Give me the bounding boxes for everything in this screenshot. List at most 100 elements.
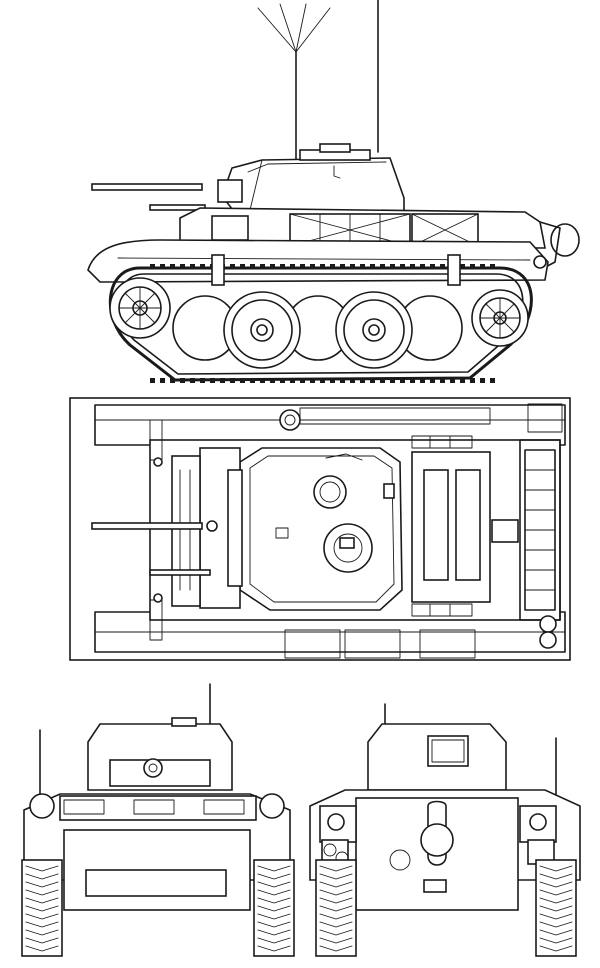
track-tooth <box>250 378 255 383</box>
track-tooth <box>150 378 155 383</box>
antenna-fan <box>257 0 379 161</box>
track-tooth <box>400 378 405 383</box>
track-link <box>25 889 59 896</box>
track-tooth <box>380 264 385 269</box>
front-track-links <box>25 865 291 952</box>
track-link <box>539 873 573 880</box>
hull <box>87 239 549 283</box>
track-links <box>150 264 495 383</box>
track-tooth <box>260 378 265 383</box>
front-view <box>21 683 295 957</box>
track-link <box>257 873 291 880</box>
track-link <box>257 921 291 928</box>
track-link <box>319 945 353 952</box>
track-tooth <box>330 378 335 383</box>
track-tooth <box>290 378 295 383</box>
track-link <box>539 905 573 912</box>
track-link <box>539 897 573 904</box>
track-link <box>257 889 291 896</box>
track-link <box>319 897 353 904</box>
track-link <box>319 881 353 888</box>
track-link <box>539 937 573 944</box>
track-link <box>25 873 59 880</box>
track-link <box>539 913 573 920</box>
track-tooth <box>230 264 235 269</box>
track-tooth <box>240 378 245 383</box>
track-link <box>319 889 353 896</box>
track-tooth <box>270 264 275 269</box>
track-link <box>25 937 59 944</box>
track-link <box>25 945 59 952</box>
track-tooth <box>190 264 195 269</box>
track-link <box>539 945 573 952</box>
side-view <box>87 0 580 383</box>
track-tooth <box>220 378 225 383</box>
track-tooth <box>490 264 495 269</box>
track-link <box>257 937 291 944</box>
track-link <box>257 929 291 936</box>
track-tooth <box>370 378 375 383</box>
track-link <box>257 905 291 912</box>
track-tooth <box>300 264 305 269</box>
idler-wheel <box>471 289 529 347</box>
track-tooth <box>400 264 405 269</box>
track-tooth <box>300 378 305 383</box>
track-tooth <box>430 264 435 269</box>
rear-fittings <box>527 403 563 649</box>
track-tooth <box>390 264 395 269</box>
track-tooth <box>490 378 495 383</box>
track-tooth <box>180 378 185 383</box>
track-tooth <box>410 264 415 269</box>
gun-mantlet-top <box>91 447 243 609</box>
track-tooth <box>320 264 325 269</box>
track-link <box>257 897 291 904</box>
top-view <box>69 397 571 661</box>
track-link <box>319 937 353 944</box>
track-tooth <box>480 378 485 383</box>
road-wheels <box>172 291 463 369</box>
track-tooth <box>440 264 445 269</box>
engine-deck <box>411 435 519 617</box>
track-link <box>25 881 59 888</box>
track-link <box>257 881 291 888</box>
track-tooth <box>200 378 205 383</box>
track-tooth <box>280 378 285 383</box>
engine-grille <box>524 449 556 611</box>
turret-top <box>239 447 403 611</box>
rear-view <box>309 703 581 957</box>
track-tooth <box>250 264 255 269</box>
track-tooth <box>290 264 295 269</box>
turret <box>217 143 405 215</box>
track-tooth <box>230 378 235 383</box>
track-link <box>319 929 353 936</box>
track <box>108 264 533 383</box>
track-tooth <box>260 264 265 269</box>
main-gun <box>91 183 206 211</box>
track-link <box>257 945 291 952</box>
track-link <box>319 873 353 880</box>
track-tooth <box>390 378 395 383</box>
track-tooth <box>160 264 165 269</box>
track-tooth <box>360 378 365 383</box>
rear-track-links <box>319 865 573 952</box>
track-link <box>257 913 291 920</box>
track-link <box>539 889 573 896</box>
track-link <box>25 905 59 912</box>
track-tooth <box>420 378 425 383</box>
track-link <box>539 865 573 872</box>
track-tooth <box>460 378 465 383</box>
track-tooth <box>270 378 275 383</box>
track-tooth <box>420 264 425 269</box>
track-link <box>319 905 353 912</box>
track-tooth <box>340 264 345 269</box>
track-tooth <box>450 378 455 383</box>
suspension <box>211 254 547 286</box>
track-tooth <box>360 264 365 269</box>
track-tooth <box>480 264 485 269</box>
track-tooth <box>460 264 465 269</box>
track-tooth <box>470 264 475 269</box>
track-tooth <box>350 378 355 383</box>
track-tooth <box>160 378 165 383</box>
track-link <box>319 921 353 928</box>
